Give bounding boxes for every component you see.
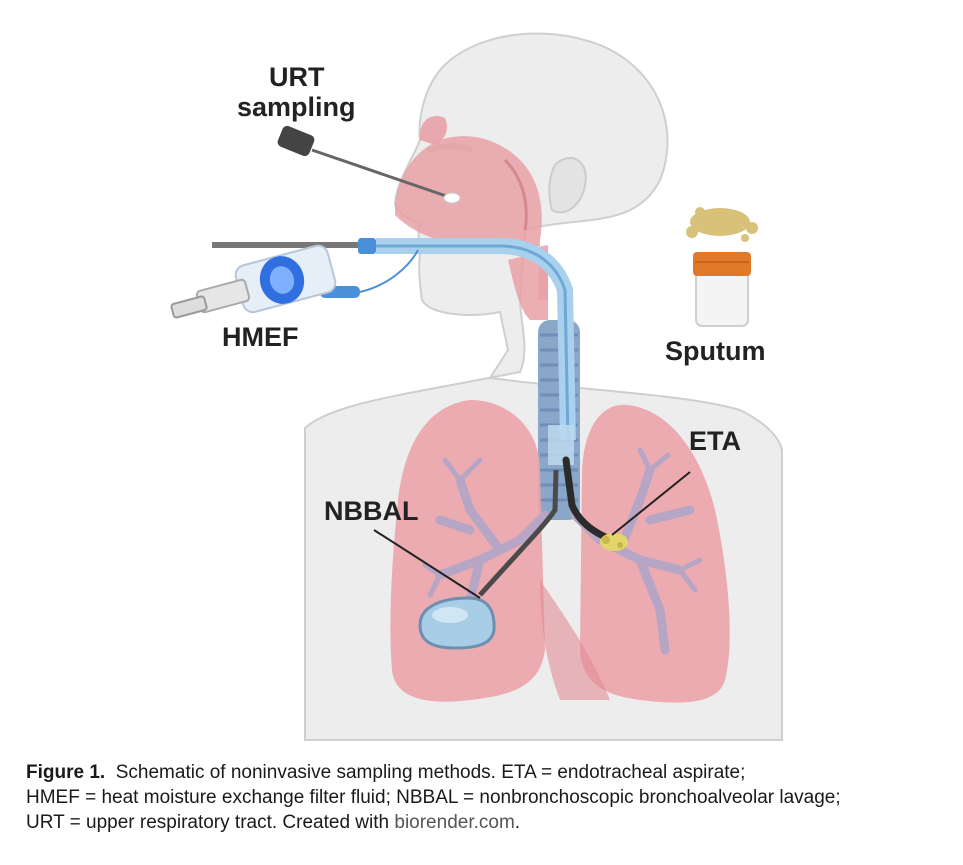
nbbal-balloon — [418, 596, 496, 650]
caption-line-3: URT = upper respiratory tract. Created w… — [26, 810, 936, 835]
label-urt: URT — [269, 62, 325, 92]
sampling-diagram — [170, 32, 783, 741]
caption-line-2: HMEF = heat moisture exchange filter flu… — [26, 787, 841, 808]
label-eta: ETA — [689, 426, 741, 456]
upper-airway — [395, 116, 548, 320]
lungs — [390, 400, 730, 703]
caption-line3-prefix: URT = upper respiratory tract. Created w… — [26, 812, 395, 833]
caption-line-1: Figure 1. Schematic of noninvasive sampl… — [26, 760, 936, 785]
urt-swab — [277, 125, 461, 204]
right-lung — [580, 404, 730, 703]
eta-secretion — [600, 533, 628, 551]
biorender-link[interactable]: biorender.com — [394, 812, 515, 833]
figure-caption: Figure 1. Schematic of noninvasive sampl… — [26, 760, 936, 835]
label-sampling: sampling — [237, 92, 356, 122]
figure-label: Figure 1. — [26, 762, 106, 783]
sputum-container — [686, 207, 758, 327]
hmef-device — [170, 244, 337, 319]
caption-line3-suffix: . — [514, 812, 521, 833]
label-nbbal: NBBAL — [324, 496, 419, 526]
caption-text: Schematic of noninvasive sampling method… — [115, 762, 746, 783]
pointer-lines — [373, 471, 691, 599]
label-hmef: HMEF — [222, 322, 299, 352]
label-sputum: Sputum — [665, 336, 766, 366]
